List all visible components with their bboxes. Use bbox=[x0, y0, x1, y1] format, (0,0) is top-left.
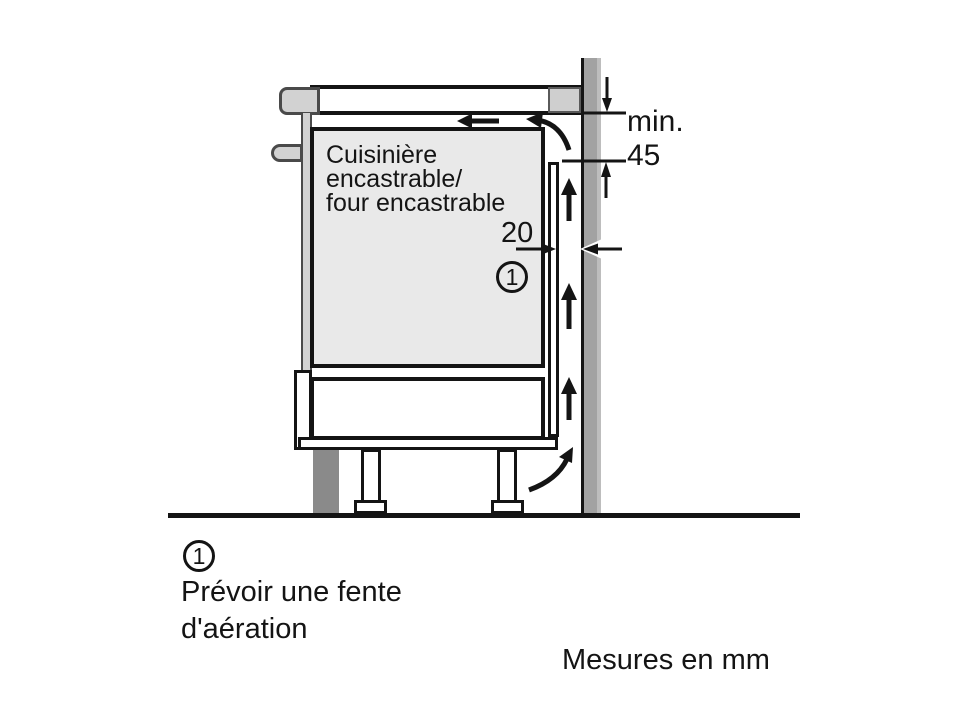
countertop-slab bbox=[310, 85, 581, 115]
dimension-gap-value: 20 bbox=[501, 217, 534, 249]
airflow-curved-arrow-bottom bbox=[528, 447, 573, 493]
airflow-arrow-up-2 bbox=[561, 283, 577, 329]
oven-body: Cuisinière encastrable/ four encastrable bbox=[310, 127, 545, 368]
legend-note: Prévoir une fente d'aération bbox=[181, 574, 402, 648]
dimension-20-arrow-left bbox=[580, 239, 622, 259]
dimension-20-arrow-right bbox=[516, 243, 556, 255]
floor-line bbox=[168, 513, 800, 518]
leg-left-foot bbox=[354, 500, 387, 514]
callout-1-number: 1 bbox=[505, 263, 519, 290]
countertop-section-near-wall bbox=[548, 87, 581, 113]
cabinet-base-rail bbox=[298, 437, 558, 450]
dimension-min-prefix: min. bbox=[627, 105, 684, 138]
storage-drawer bbox=[310, 377, 545, 440]
dimension-min45-label: min. 45 bbox=[627, 105, 684, 173]
dimension-min-value: 45 bbox=[627, 139, 661, 172]
hob-front-trim bbox=[279, 87, 320, 115]
wall-section bbox=[581, 58, 601, 514]
dimension-min45-lines bbox=[562, 111, 626, 163]
legend-callout-number: 1 bbox=[192, 542, 206, 569]
plinth-foot-dark bbox=[313, 450, 339, 514]
appliance-label-line1: Cuisinière bbox=[326, 141, 438, 169]
vent-channel-panel bbox=[548, 162, 559, 437]
appliance-label-line2: encastrable/ bbox=[326, 165, 463, 193]
units-note: Mesures en mm bbox=[562, 644, 770, 676]
airflow-arrow-up-1 bbox=[561, 178, 577, 221]
appliance-label-line3: four encastrable bbox=[326, 189, 506, 217]
legend-note-line1: Prévoir une fente bbox=[181, 576, 402, 608]
airflow-arrow-left bbox=[457, 113, 499, 129]
dimension-min45-arrow-down bbox=[602, 77, 612, 112]
airflow-arrow-up-3 bbox=[561, 377, 577, 420]
callout-1-marker: 1 bbox=[496, 261, 528, 293]
legend-callout-marker: 1 bbox=[183, 540, 215, 572]
leg-right-foot bbox=[491, 500, 524, 514]
dimension-min45-arrow-up bbox=[601, 162, 611, 198]
appliance-label: Cuisinière encastrable/ four encastrable bbox=[326, 141, 506, 217]
oven-handle bbox=[271, 144, 303, 162]
airflow-curved-arrow-top bbox=[526, 112, 572, 151]
legend-note-line2: d'aération bbox=[181, 613, 308, 645]
